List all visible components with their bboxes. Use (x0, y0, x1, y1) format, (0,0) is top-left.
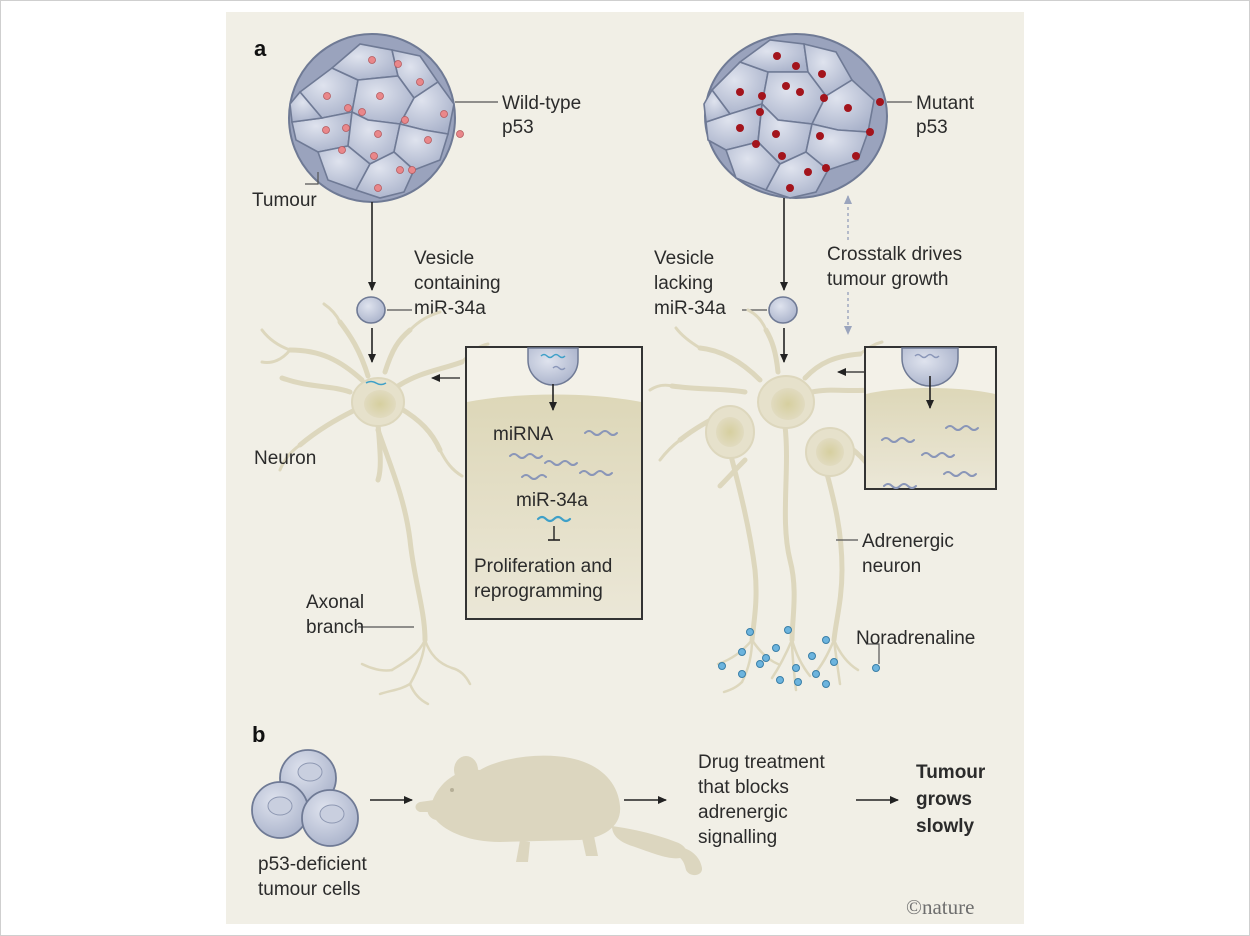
effect-label-line2: reprogramming (474, 581, 603, 602)
adrenergic-label-line1: Adrenergic (862, 531, 954, 552)
adrenergic-label-line2: neuron (862, 556, 921, 577)
mir34a-label: miR-34a (516, 490, 588, 511)
left-vesicle-label-line1: Vesicle (414, 248, 474, 269)
vesicle-with-mir34a (356, 296, 386, 324)
nature-credit: ©nature (906, 895, 974, 919)
right-vesicle-label-line3: miR-34a (654, 298, 726, 319)
left-neuron-nucleus (364, 390, 396, 418)
axonal-branch-label-line1: Axonal (306, 592, 364, 613)
left-vesicle-label-line2: containing (414, 273, 501, 294)
left-neuron (260, 302, 490, 706)
drug-label-line2: that blocks (698, 777, 789, 798)
mutant-p53-label-line2: p53 (916, 117, 948, 138)
mutant-p53-label-line1: Mutant (916, 93, 975, 114)
right-vesicle-label-line2: lacking (654, 273, 713, 294)
neuron-label: Neuron (254, 448, 316, 469)
crosstalk-label-line1: Crosstalk drives (827, 244, 962, 265)
outcome-label-line2: grows (916, 789, 972, 810)
p53-deficient-cells (251, 749, 359, 847)
cells-label-line2: tumour cells (258, 879, 360, 900)
panel-b-letter: b (252, 722, 265, 747)
left-vesicle-label-line3: miR-34a (414, 298, 486, 319)
noradrenaline-dots (718, 626, 880, 688)
wildtype-p53-label-line2: p53 (502, 117, 534, 138)
left-inset (465, 346, 643, 620)
noradrenaline-label: Noradrenaline (856, 628, 975, 649)
mirna-label: miRNA (493, 424, 553, 445)
right-vesicle-label-line1: Vesicle (654, 248, 714, 269)
mouse-illustration (415, 755, 703, 876)
outcome-label-line1: Tumour (916, 762, 986, 783)
axonal-branch-label-line2: branch (306, 617, 364, 638)
cells-label-line1: p53-deficient (258, 854, 368, 875)
drug-label-line1: Drug treatment (698, 752, 825, 773)
drug-label-line3: adrenergic (698, 802, 788, 823)
right-inset (864, 346, 997, 490)
effect-label-line1: Proliferation and (474, 556, 612, 577)
wildtype-p53-label-line1: Wild-type (502, 93, 581, 114)
wildtype-tumour (288, 33, 464, 203)
drug-label-line4: signalling (698, 827, 777, 848)
crosstalk-label-line2: tumour growth (827, 269, 948, 290)
outcome-label-line3: slowly (916, 816, 975, 837)
vesicle-lacking-mir34a (768, 296, 798, 324)
tumour-label: Tumour (252, 190, 317, 211)
mutant-tumour (703, 33, 888, 199)
panel-a-letter: a (254, 36, 267, 61)
